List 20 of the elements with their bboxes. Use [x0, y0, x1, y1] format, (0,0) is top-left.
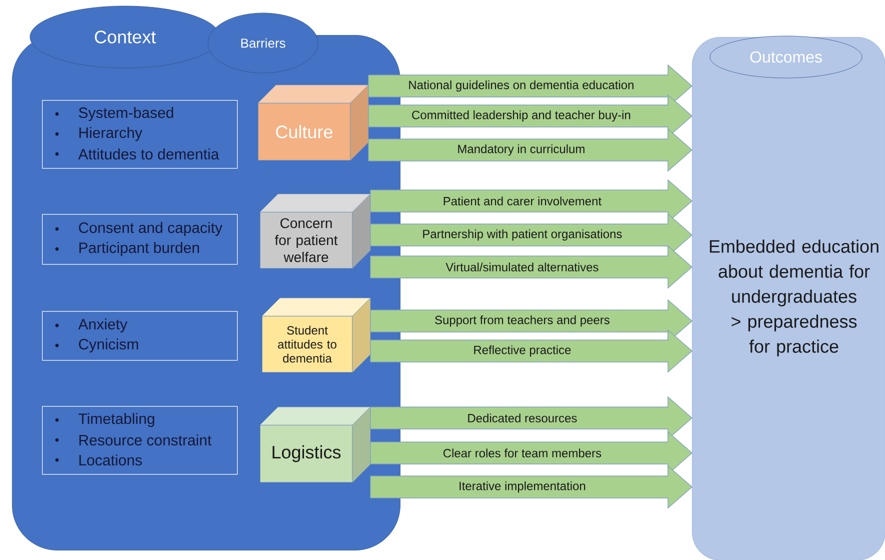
bullet-list-box: Anxiety Cynicism: [42, 311, 238, 361]
edge-label: Support from teachers and peers: [434, 314, 611, 328]
edge-label: Patient and carer involvement: [442, 196, 603, 206]
cube: Logistics: [260, 406, 371, 483]
edge-label: Partnership with patient organisations: [421, 228, 624, 242]
edge-label: Committed leadership and teacher buy-in: [410, 109, 632, 123]
edge-label: Reflective practice: [472, 344, 572, 358]
edge-label: Mandatory in curriculum: [456, 143, 586, 157]
cube: Culture: [258, 84, 369, 161]
bullet-list-box: System-based Hierarchy Attitudes to dementia: [42, 100, 238, 169]
bullet-list-box: Consent and capacity Participant burden: [42, 214, 238, 265]
outcome-text: Embedded education about dementia for undergraduates > preparedness for practice: [710, 240, 878, 356]
edge-label: Virtual/simulated alternatives: [444, 262, 600, 272]
edge-label: Clear roles for team members: [442, 448, 603, 458]
cube: Student attitudes to dementia: [262, 298, 371, 373]
bullet-list-box: Timetabling Resource constraint Locations: [42, 406, 238, 475]
edge-label: Dedicated resources: [466, 412, 578, 424]
edge-label: Iterative implementation: [458, 480, 587, 494]
cube: Concern for patient welfare: [260, 194, 371, 269]
edge-label: National guidelines on dementia education: [407, 79, 636, 93]
